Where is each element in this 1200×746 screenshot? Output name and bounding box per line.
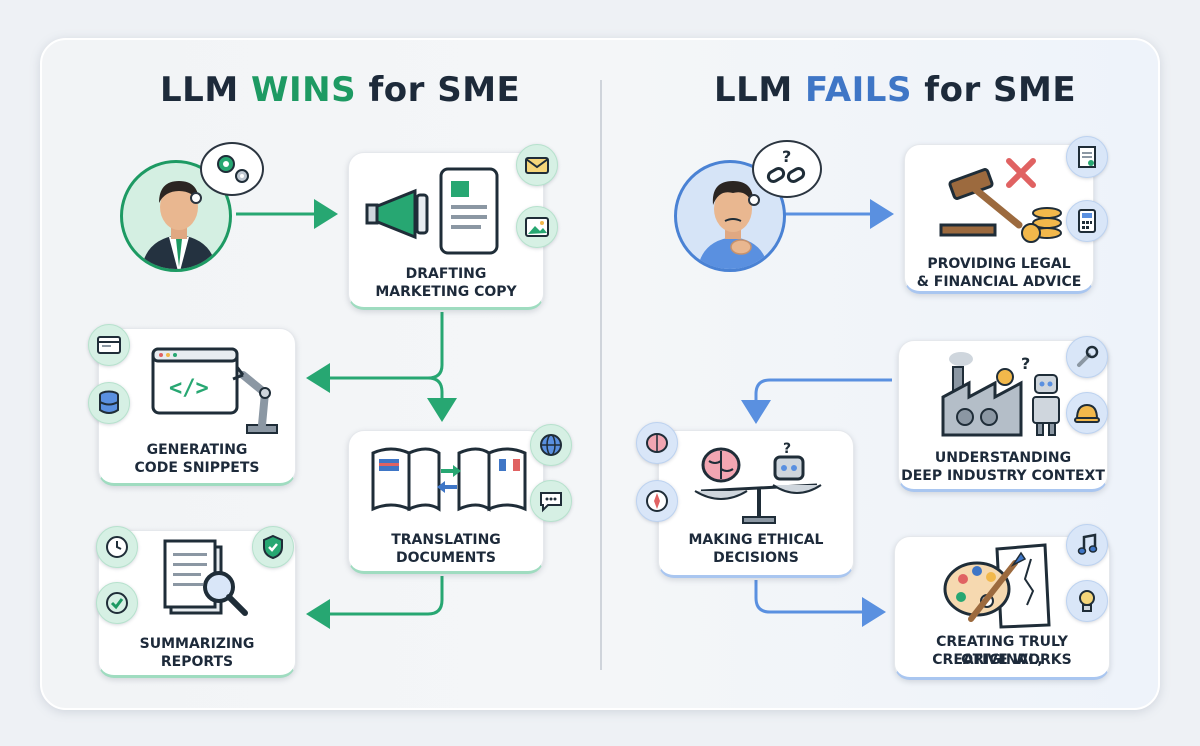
compass-badge	[636, 480, 678, 522]
fails-heading: LLM FAILS for SME	[714, 70, 1076, 110]
svg-text:</>: </>	[169, 376, 209, 401]
businessman-icon	[141, 181, 217, 269]
calculator-icon	[1078, 209, 1096, 233]
ethical-label-line1: MAKING ETHICAL	[688, 532, 824, 548]
factory-robot-icon: ?	[941, 352, 1060, 437]
database-icon	[99, 390, 119, 414]
translating-label-line1: TRANSLATING	[391, 532, 501, 548]
legal-label-line2: & FINANCIAL ADVICE	[916, 274, 1082, 290]
industry-label-line2: DEEP INDUSTRY CONTEXT	[901, 468, 1105, 484]
wins-heading-suffix: for SME	[356, 70, 521, 110]
clock-badge	[96, 526, 138, 568]
industry-label-line1: UNDERSTANDING	[934, 450, 1072, 466]
check-badge	[96, 582, 138, 624]
browser-badge	[88, 324, 130, 366]
chat-badge	[530, 480, 572, 522]
documents-magnifier-icon	[163, 539, 248, 616]
brain-icon	[646, 433, 668, 453]
gavel-coins-icon	[939, 158, 1062, 243]
thought-bubble-broken-link: ?	[752, 140, 822, 198]
scale-brain-robot-icon: ?	[694, 441, 822, 524]
megaphone-tablet-icon	[365, 167, 499, 255]
certificate-icon	[1078, 146, 1096, 168]
legal-label-line1: PROVIDING LEGAL	[927, 256, 1071, 272]
arrow-drafting-to-translating	[427, 376, 457, 422]
wins-heading-highlight: WINS	[251, 70, 357, 110]
palette-brush-icon	[943, 543, 1051, 629]
fails-heading-highlight: FAILS	[805, 70, 912, 110]
envelope-icon	[525, 157, 549, 174]
compass-icon	[646, 490, 668, 512]
thought-bubble-gears	[200, 142, 264, 196]
arrow-drafting-to-code	[306, 312, 444, 393]
creative-label-line2: CREATIVE WORKS	[932, 652, 1072, 668]
summarizing-label-line1: SUMMARIZING	[139, 636, 255, 652]
creative-label-line1: CREATING TRULY ORIGINAL,	[936, 634, 1068, 668]
image-badge	[516, 206, 558, 248]
drafting-label-line1: DRAFTING	[405, 266, 487, 282]
hard-hat-icon	[1074, 403, 1100, 423]
card-translating-documents: TRANSLATING DOCUMENTS	[348, 430, 544, 574]
music-note-icon	[1077, 533, 1098, 555]
code-label-line2: CODE SNIPPETS	[134, 460, 260, 476]
brain-badge	[636, 422, 678, 464]
wins-heading: LLM WINS for SME	[160, 70, 520, 110]
chat-bubble-icon	[540, 492, 562, 513]
checkmark-icon	[106, 592, 128, 614]
column-divider	[600, 80, 602, 670]
card-making-ethical-decisions: ? MAKING ETHICAL DECISIONS	[658, 430, 854, 578]
translation-books-icon	[371, 447, 527, 512]
arrow-translating-to-summarizing	[306, 576, 444, 629]
database-badge	[88, 382, 130, 424]
document-badge	[1066, 136, 1108, 178]
calculator-badge	[1066, 200, 1108, 242]
globe-icon	[540, 434, 562, 456]
shield-check-icon	[263, 534, 283, 560]
card-providing-legal-financial-advice: PROVIDING LEGAL & FINANCIAL ADVICE	[904, 144, 1094, 294]
shield-badge	[252, 526, 294, 568]
thought-dot-right	[748, 194, 760, 206]
drafting-label-line2: MARKETING COPY	[375, 284, 517, 300]
card-generating-code-snippets: </> GENERATING CODE SNIPPETS	[98, 328, 296, 486]
envelope-badge	[516, 144, 558, 186]
wrench-icon	[1077, 345, 1099, 367]
clock-icon	[106, 536, 128, 558]
code-window-robot-arm-icon: </>	[151, 347, 278, 434]
hardhat-badge	[1066, 392, 1108, 434]
wins-heading-prefix: LLM	[160, 70, 252, 110]
image-icon	[525, 217, 549, 237]
lightbulb-badge	[1066, 580, 1108, 622]
fails-heading-prefix: LLM	[714, 70, 806, 110]
fails-heading-suffix: for SME	[911, 70, 1077, 110]
globe-badge	[530, 424, 572, 466]
svg-text:?: ?	[783, 441, 791, 457]
broken-link-icon: ?	[766, 147, 806, 183]
svg-text:?: ?	[782, 147, 791, 166]
wrench-badge	[1066, 336, 1108, 378]
code-label-line1: GENERATING	[146, 442, 248, 458]
ethical-label-line2: DECISIONS	[713, 550, 799, 566]
gears-icon	[217, 155, 249, 183]
arrow-industry-to-ethical	[741, 378, 892, 424]
thought-dot	[190, 192, 202, 204]
summarizing-label-line2: REPORTS	[160, 654, 234, 670]
translating-label-line2: DOCUMENTS	[395, 550, 496, 566]
browser-window-icon	[97, 336, 121, 354]
music-badge	[1066, 524, 1108, 566]
arrow-ethical-to-creative	[754, 580, 886, 627]
thinking-person-icon	[697, 181, 769, 269]
svg-text:?: ?	[1021, 354, 1030, 373]
lightbulb-icon	[1079, 590, 1095, 612]
card-drafting-marketing-copy: DRAFTING MARKETING COPY	[348, 152, 544, 310]
businessman-avatar	[120, 160, 232, 272]
